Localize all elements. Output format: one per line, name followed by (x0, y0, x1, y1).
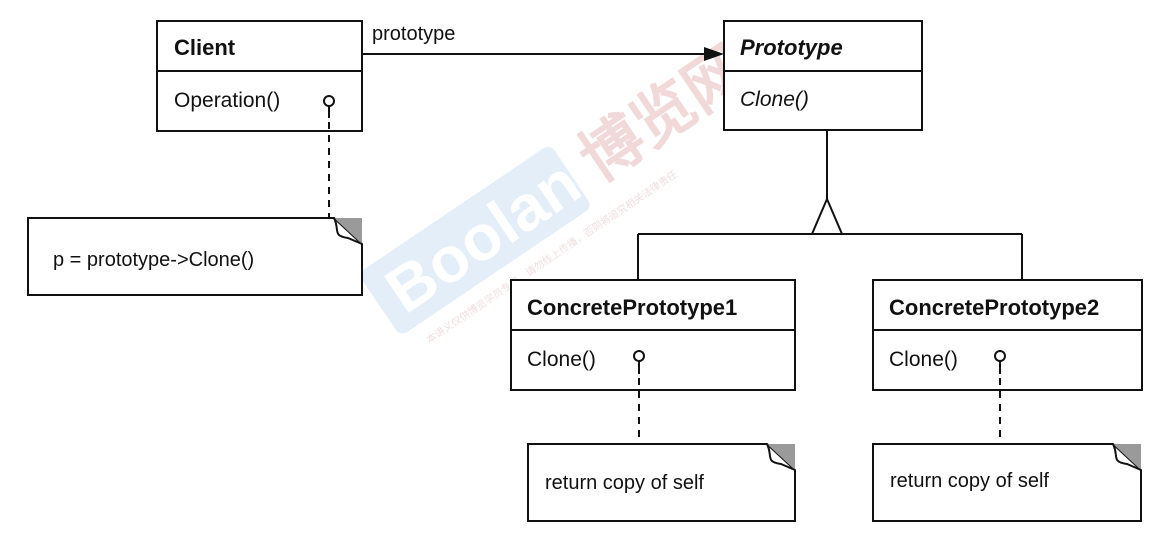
note-client-text: p = prototype->Clone() (53, 249, 254, 271)
class-concrete-prototype-2-name: ConcretePrototype2 (889, 295, 1099, 320)
class-prototype: Prototype Clone() (723, 20, 923, 131)
class-concrete-prototype-2-operation: Clone() (889, 348, 958, 371)
concrete1-note-anchor (633, 350, 645, 362)
note-concrete2-fold (1112, 443, 1142, 471)
note-client-fold (333, 217, 363, 245)
class-prototype-box (723, 20, 923, 131)
client-note-anchor (323, 95, 335, 107)
note-concrete2-fold-shade (1113, 444, 1141, 470)
inheritance-triangle (810, 196, 844, 235)
note-concrete1: return copy of self (527, 443, 796, 522)
note-concrete2-box (872, 443, 1142, 522)
class-prototype-operation: Clone() (740, 88, 809, 111)
inheritance (637, 130, 1023, 280)
association-arrowhead (704, 47, 724, 61)
class-concrete-prototype-1-box (510, 279, 796, 391)
class-concrete-prototype-2: ConcretePrototype2 Clone() (872, 279, 1143, 391)
association-prototype: prototype (362, 23, 724, 61)
class-client: Client Operation() (156, 20, 363, 132)
concrete2-note-anchor (994, 350, 1006, 362)
association-label: prototype (372, 23, 455, 45)
note-concrete1-fold (766, 443, 796, 471)
class-concrete-prototype-2-box (872, 279, 1143, 391)
class-prototype-name: Prototype (740, 35, 843, 60)
note-client-fold-shade (334, 218, 362, 244)
class-concrete-prototype-1: ConcretePrototype1 Clone() (510, 279, 796, 391)
note-client: p = prototype->Clone() (27, 217, 363, 296)
note-concrete2: return copy of self (872, 443, 1142, 522)
note-concrete1-text: return copy of self (545, 472, 704, 494)
class-concrete-prototype-1-operation: Clone() (527, 348, 596, 371)
class-client-box (156, 20, 363, 132)
class-concrete-prototype-1-name: ConcretePrototype1 (527, 295, 737, 320)
note-concrete1-fold-shade (767, 444, 795, 470)
watermark-badge (360, 146, 590, 334)
class-client-name: Client (174, 35, 236, 60)
note-client-box (27, 217, 363, 296)
class-client-operation: Operation() (174, 89, 280, 112)
note-concrete1-box (527, 443, 796, 522)
note-concrete2-text: return copy of self (890, 470, 1049, 492)
